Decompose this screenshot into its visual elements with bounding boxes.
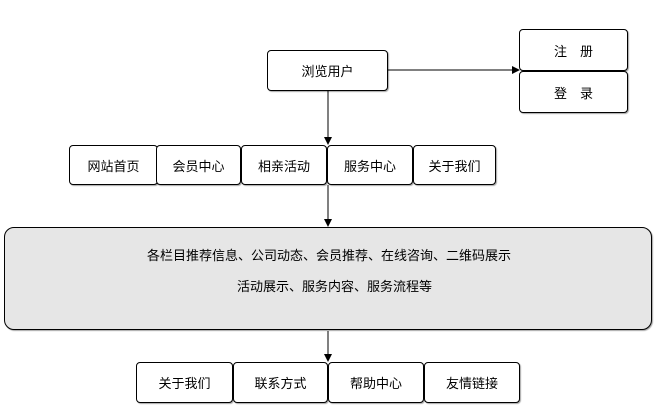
node-footer-help-center: 帮助中心	[328, 362, 424, 403]
node-register-label: 注 册	[553, 44, 593, 60]
node-footer-contact-label: 联系方式	[254, 377, 307, 392]
node-browsing-user-label: 浏览用户	[301, 65, 354, 80]
node-register: 注 册	[519, 29, 628, 71]
node-footer-friendly-links-label: 友情链接	[445, 377, 498, 392]
content-panel-line-2: 活动展示、服务内容、服务流程等	[237, 280, 433, 295]
node-footer-help-center-label: 帮助中心	[349, 377, 402, 392]
node-footer-friendly-links: 友情链接	[424, 362, 520, 403]
content-panel: 各栏目推荐信息、公司动态、会员推荐、在线咨询、二维码展示 活动展示、服务内容、服…	[4, 227, 652, 330]
node-nav-home: 网站首页	[69, 145, 158, 185]
node-nav-dating-activities-label: 相亲活动	[257, 159, 310, 175]
content-panel-line-1: 各栏目推荐信息、公司动态、会员推荐、在线咨询、二维码展示	[147, 249, 512, 264]
node-login: 登 录	[519, 71, 628, 113]
node-login-label: 登 录	[553, 86, 593, 102]
node-nav-member-center-label: 会员中心	[172, 159, 225, 175]
node-nav-member-center: 会员中心	[156, 145, 241, 185]
node-footer-about-us: 关于我们	[136, 362, 233, 403]
node-nav-home-label: 网站首页	[87, 159, 140, 175]
node-nav-service-center: 服务中心	[327, 145, 413, 185]
node-nav-about-us-label: 关于我们	[428, 159, 481, 175]
node-nav-service-center-label: 服务中心	[343, 159, 396, 175]
node-footer-contact: 联系方式	[233, 362, 328, 403]
node-browsing-user: 浏览用户	[267, 50, 388, 91]
node-nav-dating-activities: 相亲活动	[241, 145, 327, 185]
node-footer-about-us-label: 关于我们	[158, 377, 211, 392]
node-nav-about-us: 关于我们	[413, 145, 496, 185]
